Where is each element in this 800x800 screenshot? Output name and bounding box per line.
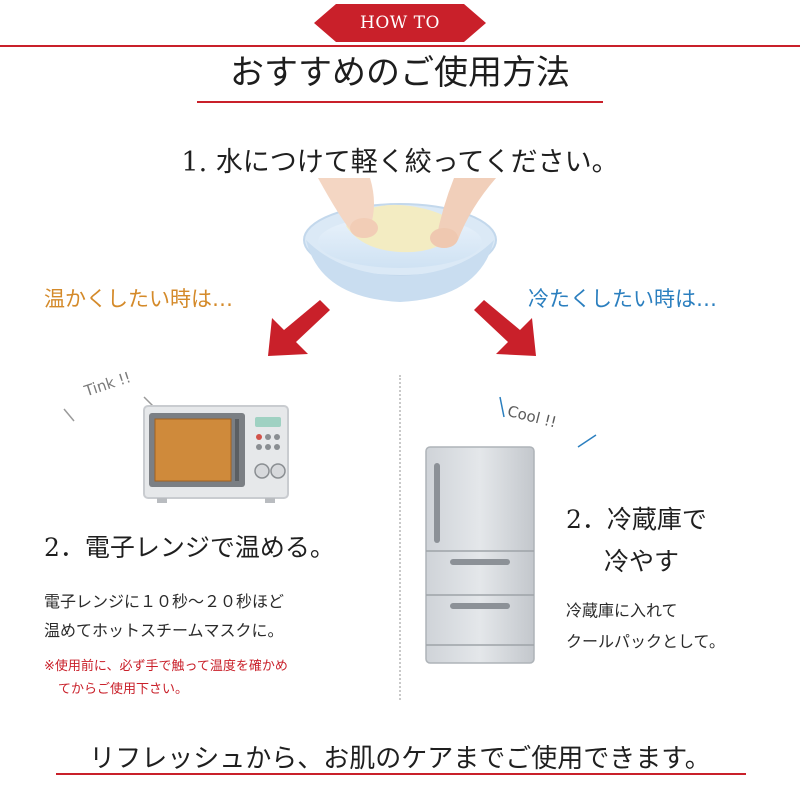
section-divider bbox=[399, 375, 401, 700]
basin-hands-image bbox=[303, 178, 497, 302]
cool-lines-icon bbox=[499, 396, 597, 448]
warm-desc-line1: 電子レンジに１０秒～２０秒ほど bbox=[44, 592, 285, 611]
microwave-image bbox=[143, 405, 289, 503]
cool-desc-line2: クールパックとして。 bbox=[566, 632, 726, 651]
refrigerator-image bbox=[425, 446, 535, 664]
header-rule bbox=[0, 45, 800, 47]
footer-underline bbox=[56, 773, 746, 775]
warm-branch-label: 温かくしたい時は… bbox=[44, 287, 233, 311]
warm-note-line1: ※使用前に、必ず手で触って温度を確かめ bbox=[44, 659, 288, 674]
cool-desc-line1: 冷蔵庫に入れて bbox=[566, 601, 678, 620]
warm-desc-line2: 温めてホットスチームマスクに。 bbox=[44, 621, 284, 640]
cool-branch-label: 冷たくしたい時は… bbox=[528, 287, 717, 311]
howto-badge: HOW TO bbox=[360, 13, 440, 33]
title-underline bbox=[197, 101, 603, 103]
warm-note-line2: てからご使用下さい。 bbox=[58, 682, 189, 697]
footer-text: リフレッシュから、お肌のケアまでご使用できます。 bbox=[89, 744, 711, 774]
cool-step-heading-line1: 2．冷蔵庫で bbox=[566, 505, 707, 534]
page-title: おすすめのご使用方法 bbox=[230, 53, 570, 93]
arrow-down-right-icon bbox=[474, 300, 536, 356]
warm-step-heading: 2．電子レンジで温める。 bbox=[44, 533, 335, 562]
step1-heading: 1. 水につけて軽く絞ってください。 bbox=[181, 147, 619, 178]
cool-step-heading-line2: 冷やす bbox=[604, 547, 680, 576]
howto-ribbon bbox=[314, 4, 486, 42]
arrow-down-left-icon bbox=[268, 300, 330, 356]
